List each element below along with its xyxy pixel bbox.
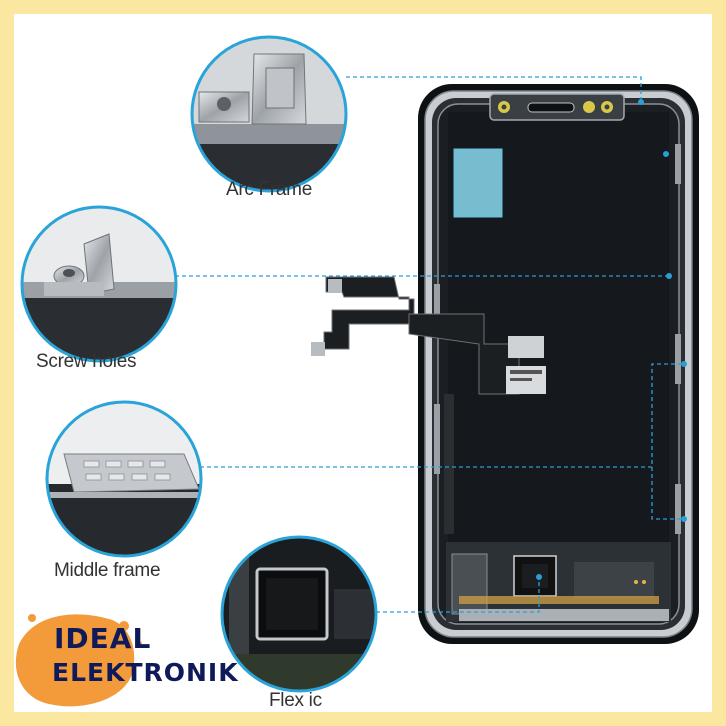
caption-middle-frame: Middle frame bbox=[54, 560, 161, 581]
brand-line-2: ELEKTRONIK bbox=[52, 658, 239, 687]
product-photo: Arc Frame Screw holes Middle frame Flex … bbox=[14, 14, 712, 712]
brand-splash-icon bbox=[15, 614, 142, 707]
callout-screw-holes-magnifier bbox=[20, 205, 178, 363]
caption-flex-ic: Flex ic bbox=[269, 690, 322, 711]
caption-arc-frame: Arc Frame bbox=[226, 179, 312, 200]
brand-watermark: IDEAL ELEKTRONIK bbox=[14, 604, 314, 712]
lcd-assembly bbox=[311, 84, 699, 644]
product-illustration bbox=[20, 35, 699, 693]
caption-screw-holes: Screw holes bbox=[36, 351, 137, 372]
callout-arc-frame-magnifier bbox=[190, 35, 348, 193]
callout-leader-lines bbox=[175, 76, 684, 613]
callout-middle-frame-magnifier bbox=[45, 400, 203, 558]
brand-line-1: IDEAL bbox=[54, 622, 152, 655]
